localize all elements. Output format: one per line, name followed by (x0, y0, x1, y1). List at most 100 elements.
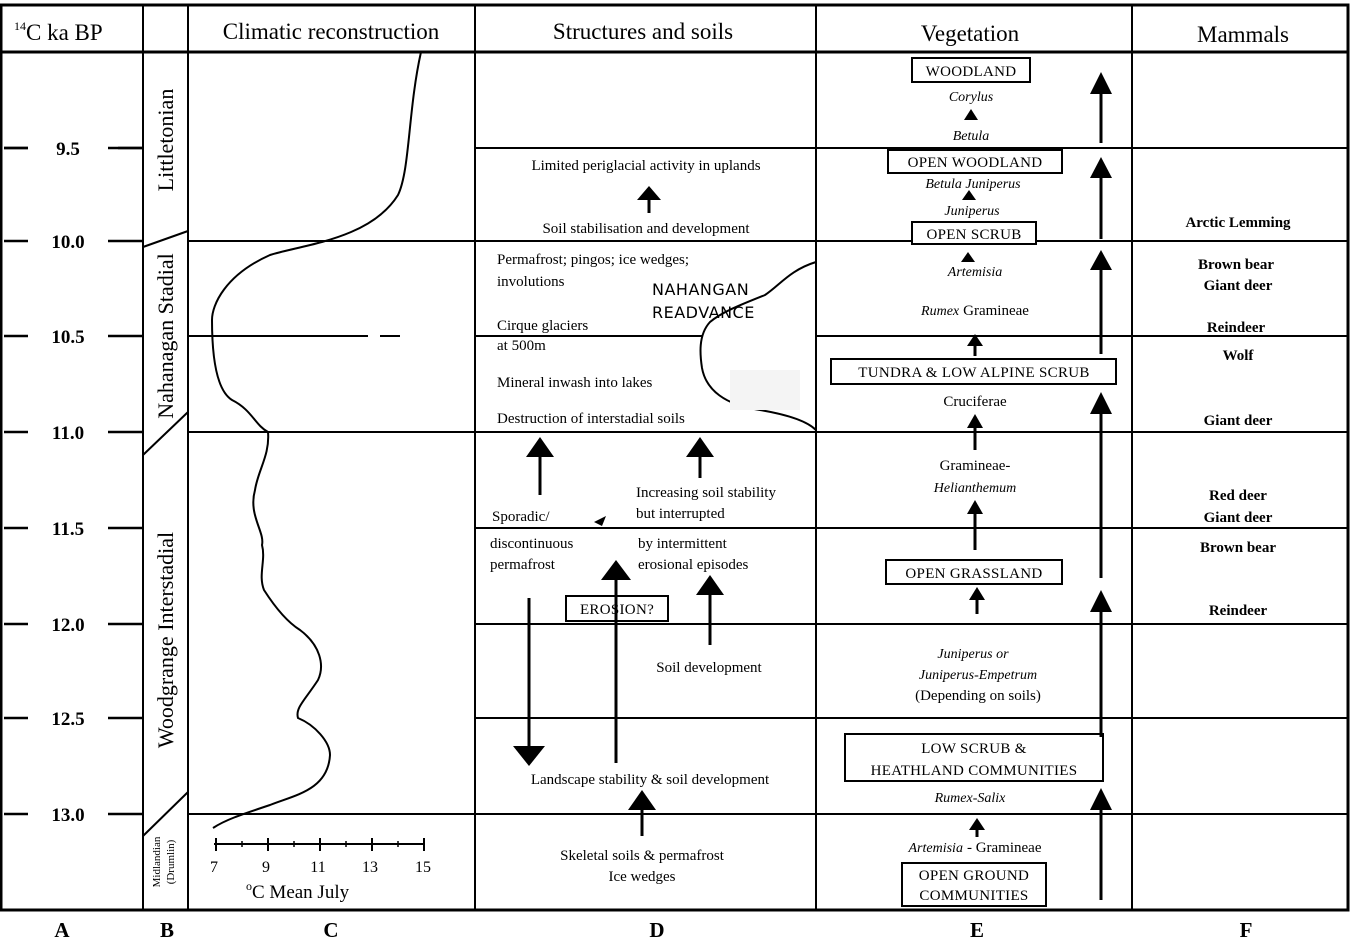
text-intermittent-1: by intermittent (638, 536, 728, 552)
stage-woodgrange: Woodgrange Interstadial (153, 532, 178, 748)
vegetation-column: WOODLAND Corylus Betula OPEN WOODLAND Be… (830, 57, 1117, 907)
column-headers: 14C ka BP Climatic reconstruction Struct… (14, 19, 1289, 47)
tick-label: 10.5 (51, 327, 84, 348)
text-artemisia-gramineae: Artemisia- Gramineae (908, 840, 1042, 856)
stage-littletonian: Littletonian (153, 89, 178, 192)
text-increasing-2: but interrupted (636, 506, 725, 522)
arrow-small (967, 500, 983, 514)
mammal-giant-deer: Giant deer (1204, 278, 1273, 294)
readvance-outline (699, 261, 817, 431)
arrow-small (964, 109, 978, 120)
text-cirque-2: at 500m (497, 338, 546, 354)
text-woodland: WOODLAND (926, 64, 1017, 80)
text-tundra: TUNDRA & LOW ALPINE SCRUB (858, 365, 1089, 381)
temp-axis-label: oC Mean July (246, 879, 350, 903)
temp-tick-label: 13 (362, 859, 378, 876)
temp-tick-label: 11 (310, 859, 325, 876)
text-readvance-1: NAHANGAN (652, 280, 749, 299)
text-betula-juniperus: Betula Juniperus (925, 177, 1021, 192)
temp-tick-label: 9 (262, 859, 270, 876)
box-open-woodland (887, 149, 1063, 174)
text-open-woodland: OPEN WOODLAND (908, 155, 1043, 171)
arrow-small (967, 334, 983, 346)
text-open-ground-2: COMMUNITIES (919, 888, 1028, 904)
text-juniperus-empetrum: Juniperus-Empetrum (919, 668, 1037, 683)
column-label: E (970, 918, 984, 940)
text-artemisia: Artemisia (947, 265, 1002, 280)
text-increasing-1: Increasing soil stability (636, 485, 776, 501)
stage-midlandian: Midlandian (151, 836, 163, 887)
text-intermittent-2: erosional episodes (638, 557, 749, 573)
column-label: F (1240, 918, 1253, 940)
arrow-small (969, 818, 985, 830)
arrow-small (962, 190, 976, 200)
text-open-ground-1: OPEN GROUND (919, 868, 1029, 884)
mammal-giant-deer: Giant deer (1204, 510, 1273, 526)
tick-label: 9.5 (56, 139, 80, 160)
column-label: C (323, 918, 338, 940)
box-open-ground (901, 862, 1047, 907)
mammal-brown-bear: Brown bear (1198, 257, 1274, 273)
mammal-giant-deer: Giant deer (1204, 413, 1273, 429)
header-vegetation: Vegetation (921, 21, 1020, 46)
tick-label: 12.5 (51, 709, 84, 730)
text-cruciferae: Cruciferae (943, 394, 1007, 410)
text-sporadic-1: Sporadic/ (492, 509, 550, 525)
text-permafrost-1: Permafrost; pingos; ice wedges; (497, 252, 689, 268)
temp-tick-label: 15 (415, 859, 431, 876)
readvance-stipple (730, 370, 800, 410)
mammal-red-deer: Red deer (1209, 488, 1267, 504)
text-rumex-salix: Rumex-Salix (934, 791, 1007, 806)
text-mineral-inwash: Mineral inwash into lakes (497, 375, 653, 391)
tick-marks (4, 146, 143, 816)
arrow-small (969, 587, 985, 600)
time-axis: 9.5 10.0 10.5 11.0 11.5 12.0 12.5 13.0 (4, 130, 143, 830)
july-temperature-curve (210, 51, 422, 829)
box-open-scrub (911, 221, 1037, 245)
table-frame (0, 3, 1350, 912)
mammals-column: Arctic Lemming Brown bear Giant deer Rei… (1185, 215, 1291, 619)
stage-drumlin: (Drumlin) (165, 839, 177, 884)
text-soil-development: Soil development (656, 660, 762, 676)
box-tundra (830, 358, 1117, 385)
column-letters: A B C D E F (54, 918, 1252, 940)
text-depending: (Depending on soils) (915, 688, 1041, 704)
text-skeletal-2: Ice wedges (608, 869, 675, 885)
mammal-wolf: Wolf (1223, 348, 1255, 364)
header-time: 14C ka BP (14, 19, 103, 45)
tick-label: 10.0 (51, 232, 84, 253)
structures-column: Limited periglacial activity in uplands … (490, 158, 817, 885)
text-destruction: Destruction of interstadial soils (497, 411, 685, 427)
arrow-small (961, 252, 975, 262)
text-open-scrub: OPEN SCRUB (926, 227, 1021, 243)
column-label: B (160, 918, 174, 940)
arrow-small (967, 414, 983, 428)
climate-curve-panel: 7 9 11 13 15 oC Mean July (210, 51, 431, 903)
column-label: A (54, 918, 70, 940)
text-juniperus: Juniperus (944, 204, 1000, 219)
text-sporadic-3: permafrost (490, 557, 556, 573)
text-low-scrub-2: HEATHLAND COMMUNITIES (871, 763, 1078, 779)
text-helianthemum: Helianthemum (933, 481, 1016, 496)
text-juniperus-or: Juniperus or (937, 647, 1009, 662)
header-climate: Climatic reconstruction (223, 19, 440, 44)
box-open-grassland (885, 559, 1063, 585)
header-mammals: Mammals (1197, 22, 1289, 47)
text-readvance-2: READVANCE (652, 303, 755, 322)
text-cirque-1: Cirque glaciers (497, 318, 588, 334)
header-structures: Structures and soils (553, 19, 733, 44)
structure-arrows (513, 186, 724, 836)
mammal-brown-bear: Brown bear (1200, 540, 1276, 556)
box-low-scrub (844, 733, 1104, 782)
stage-nahanagan: Nahanagan Stadial (153, 253, 178, 419)
mammal-arctic-lemming: Arctic Lemming (1185, 215, 1291, 231)
text-sporadic-2: discontinuous (490, 536, 573, 552)
column-label: D (649, 918, 664, 940)
tick-label: 11.5 (52, 519, 84, 540)
stage-column: Littletonian Nahanagan Stadial Woodgrang… (142, 89, 189, 887)
text-permafrost-2: involutions (497, 274, 565, 290)
text-open-grassland: OPEN GRASSLAND (905, 566, 1042, 582)
box-woodland (911, 57, 1031, 83)
